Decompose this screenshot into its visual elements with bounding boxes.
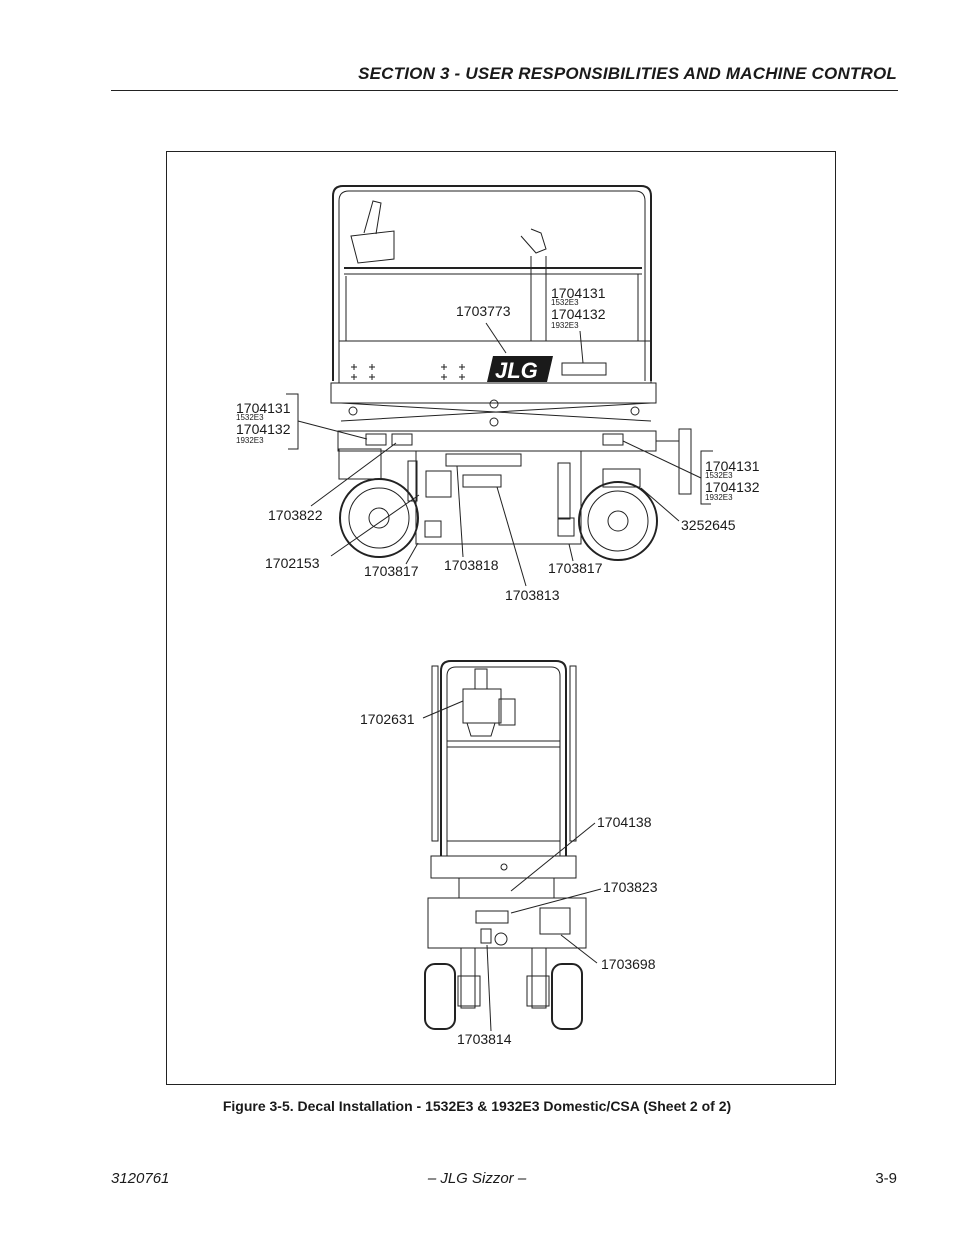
label-platform-1932e3: 1932E3 (551, 321, 579, 330)
leader-1704138 (510, 822, 596, 892)
leader-3252645 (640, 487, 680, 522)
label-platform-1532e3: 1532E3 (551, 298, 579, 307)
footer-title: – JLG Sizzor – (427, 1170, 527, 1187)
label-right-1704132: 1704132 (705, 479, 760, 495)
label-1703813: 1703813 (505, 587, 560, 603)
leader-1703817-left (405, 542, 419, 565)
leader-1703817-right (568, 543, 574, 562)
leader-1702631 (422, 700, 464, 719)
side-view-drawing: JLG (330, 185, 692, 561)
label-platform-1704131: 1704131 (551, 285, 606, 301)
label-left-1704131: 1704131 (236, 400, 291, 416)
label-1703773: 1703773 (456, 303, 511, 319)
leader-1703823 (510, 888, 602, 914)
leader-1703698 (560, 934, 598, 964)
label-1703818: 1703818 (444, 557, 499, 573)
document-number: 3120761 (111, 1170, 170, 1187)
label-1702153: 1702153 (265, 555, 320, 571)
label-right-1704131: 1704131 (705, 458, 760, 474)
label-platform-1704132: 1704132 (551, 306, 606, 322)
leader-right (622, 440, 702, 479)
leader-1702153 (330, 494, 420, 557)
label-1703814: 1703814 (457, 1031, 512, 1047)
decal-installation-drawing: JLG (236, 185, 760, 1047)
label-1703822: 1703822 (268, 507, 323, 523)
leader-platform-decal (579, 330, 584, 364)
decal-rect-platform (561, 362, 607, 376)
label-left-1532e3: 1532E3 (236, 413, 264, 422)
label-left-1704132: 1704132 (236, 421, 291, 437)
label-1704138: 1704138 (597, 814, 652, 830)
leader-1703818 (456, 465, 464, 558)
header-rule (111, 90, 898, 91)
label-right-1932e3: 1932E3 (705, 493, 733, 502)
section-title: SECTION 3 - USER RESPONSIBILITIES AND MA… (358, 64, 897, 83)
label-3252645: 3252645 (681, 517, 736, 533)
leader-1703814 (486, 944, 492, 1032)
label-1703823: 1703823 (603, 879, 658, 895)
end-view-drawing (424, 660, 587, 1030)
leader-left (297, 420, 368, 440)
leader-1703773 (485, 322, 507, 354)
figure-frame: JLG (166, 151, 836, 1085)
label-right-1532e3: 1532E3 (705, 471, 733, 480)
jlg-logo: JLG (487, 356, 553, 383)
figure-caption: Figure 3-5. Decal Installation - 1532E3 … (222, 1098, 732, 1114)
page-number: 3-9 (875, 1170, 897, 1187)
leader-1703813 (496, 486, 527, 587)
label-1702631: 1702631 (360, 711, 415, 727)
leader-1703822 (310, 442, 397, 507)
label-1703698: 1703698 (601, 956, 656, 972)
svg-text:JLG: JLG (495, 358, 538, 383)
label-1703817-left: 1703817 (364, 563, 419, 579)
label-1703817-right: 1703817 (548, 560, 603, 576)
label-left-1932e3: 1932E3 (236, 436, 264, 445)
